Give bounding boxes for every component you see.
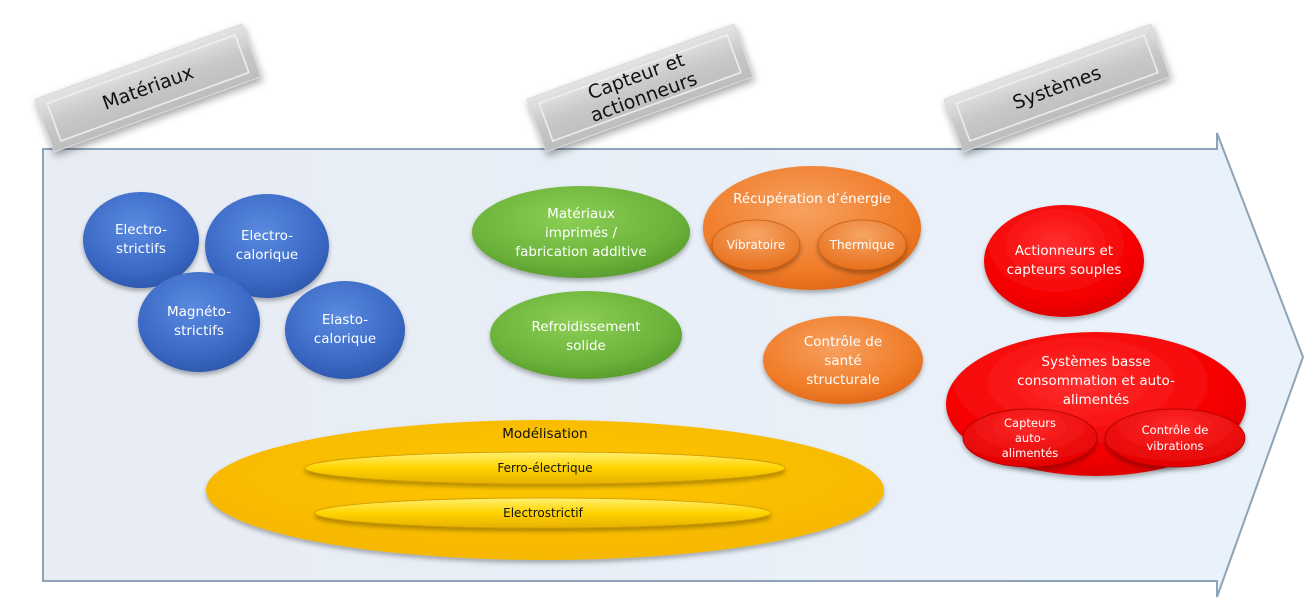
bubble-solid-cooling bbox=[490, 291, 682, 379]
bubble-vibration-control bbox=[1104, 408, 1246, 468]
stage-tag-capteurs bbox=[526, 23, 754, 153]
bubble-magnetostrictifs bbox=[138, 272, 260, 372]
label-vibratoire: Vibratoire bbox=[726, 238, 786, 252]
bubble-soft-actuators bbox=[984, 205, 1144, 317]
label-solid-cooling: Refroidissement solide bbox=[531, 319, 641, 354]
bubble-vibratoire bbox=[711, 219, 801, 271]
label-thermique: Thermique bbox=[829, 238, 895, 252]
label-shm: Contrôle de santé structurale bbox=[803, 333, 883, 388]
bubble-elastocalorique bbox=[285, 281, 405, 379]
label-vibration-control: Contrôle de vibrations bbox=[1141, 423, 1209, 453]
label-magnetostrictifs: Magnéto- strictifs bbox=[166, 304, 232, 339]
label-electrostrictifs: Electro- strictifs bbox=[115, 222, 167, 257]
bubble-modeling bbox=[206, 420, 884, 560]
label-elastocalorique: Elasto- calorique bbox=[313, 312, 377, 347]
bubble-electrostrictifs bbox=[83, 192, 199, 288]
bubble-thermique bbox=[817, 219, 907, 271]
label-ferroelectric: Ferro-électrique bbox=[497, 461, 593, 475]
bubble-shm bbox=[763, 316, 923, 404]
bubble-electrocalorique bbox=[205, 194, 329, 298]
stage-tag-materiaux bbox=[34, 23, 262, 153]
stage-tag-systemes bbox=[943, 23, 1171, 153]
label-low-power-systems: Systèmes basse consommation et auto- ali… bbox=[1017, 353, 1175, 408]
label-soft-actuators: Actionneurs et capteurs souples bbox=[1006, 243, 1122, 278]
bubble-ferroelectric bbox=[304, 451, 786, 485]
label-modeling: Modélisation bbox=[502, 425, 588, 442]
label-electrocalorique: Electro- calorique bbox=[235, 228, 299, 263]
label-printed-materials: Matériaux imprimés / fabrication additiv… bbox=[515, 205, 647, 260]
bubble-printed-materials bbox=[472, 186, 690, 278]
label-electrostrictive-model: Electrostrictif bbox=[503, 506, 583, 520]
label-self-powered-sensors: Capteurs auto- alimentés bbox=[1001, 415, 1059, 460]
label-energy-harvesting: Récupération d’énergie bbox=[733, 190, 891, 207]
bubble-electrostrictive-model bbox=[314, 497, 772, 529]
bubble-self-powered-sensors bbox=[962, 408, 1098, 468]
